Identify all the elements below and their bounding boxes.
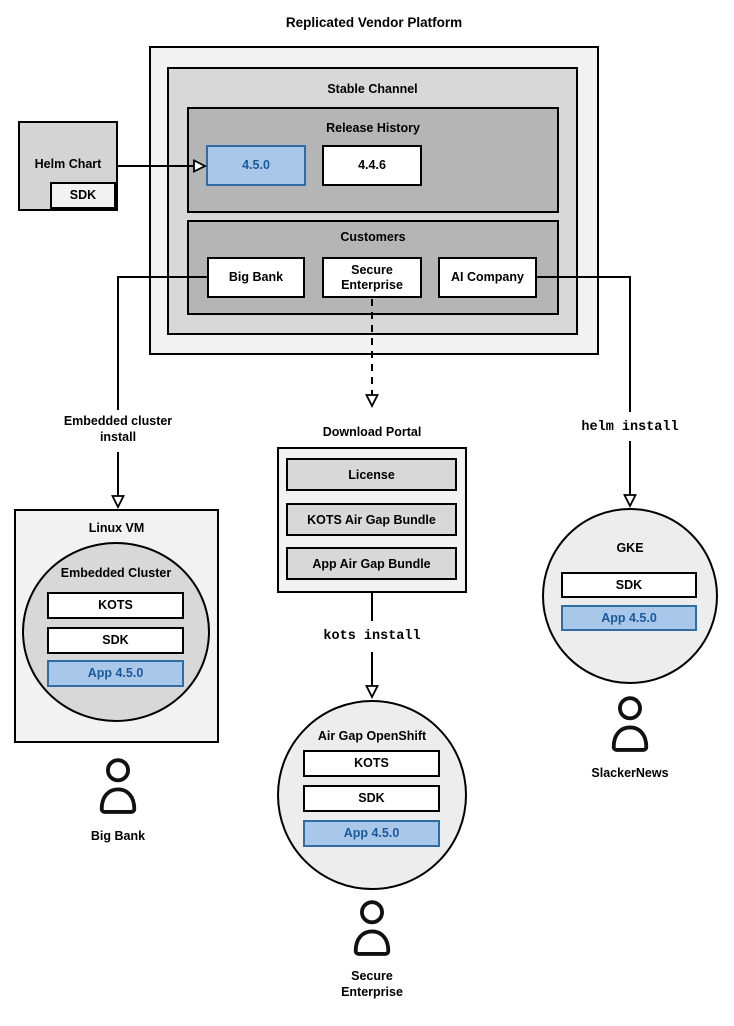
customers-title: Customers bbox=[340, 230, 406, 244]
linux-vm-box: Linux VM Embedded Cluster KOTS SDK App 4… bbox=[14, 509, 219, 743]
helm-chart-sdk-box: SDK bbox=[50, 182, 116, 209]
component-app-4-5-0: App 4.5.0 bbox=[561, 605, 697, 631]
secure-enterprise-user-icon bbox=[349, 898, 395, 965]
embedded-cluster-install-label: Embedded cluster install bbox=[63, 414, 173, 444]
vendor-platform-box: Stable Channel Release History 4.5.0 4.4… bbox=[149, 46, 599, 355]
customers-box: Customers Big Bank Secure Enterprise AI … bbox=[187, 220, 559, 315]
arrowhead-gke bbox=[623, 494, 637, 509]
component-kots: KOTS bbox=[303, 750, 440, 777]
download-portal-title: Download Portal bbox=[322, 425, 422, 439]
helm-install-label: helm install bbox=[581, 420, 679, 435]
stable-channel-box: Stable Channel Release History 4.5.0 4.4… bbox=[167, 67, 578, 335]
component-sdk: SDK bbox=[561, 572, 697, 598]
portal-item-app-bundle: App Air Gap Bundle bbox=[286, 547, 457, 580]
big-bank-user-label: Big Bank bbox=[90, 829, 146, 843]
component-app-4-5-0: App 4.5.0 bbox=[47, 660, 184, 687]
portal-item-kots-bundle: KOTS Air Gap Bundle bbox=[286, 503, 457, 536]
stable-channel-title: Stable Channel bbox=[327, 82, 418, 96]
component-sdk: SDK bbox=[47, 627, 184, 654]
arrowhead-airgap bbox=[365, 685, 379, 700]
arrowhead-portal bbox=[365, 394, 379, 409]
component-app-4-5-0: App 4.5.0 bbox=[303, 820, 440, 847]
release-node-4-4-6: 4.4.6 bbox=[322, 145, 422, 186]
release-node-4-5-0: 4.5.0 bbox=[206, 145, 306, 186]
big-bank-user-icon bbox=[95, 756, 141, 823]
gke-title: GKE bbox=[616, 541, 644, 555]
portal-item-license: License bbox=[286, 458, 457, 491]
embedded-cluster-title: Embedded Cluster bbox=[60, 566, 172, 580]
customer-node-secure-enterprise: Secure Enterprise bbox=[322, 257, 422, 298]
release-history-box: Release History 4.5.0 4.4.6 bbox=[187, 107, 559, 213]
component-kots: KOTS bbox=[47, 592, 184, 619]
kots-install-label: kots install bbox=[323, 629, 421, 644]
slackernews-user-icon bbox=[607, 694, 653, 761]
customer-node-big-bank: Big Bank bbox=[207, 257, 305, 298]
helm-chart-label: Helm Chart bbox=[34, 157, 102, 171]
embedded-cluster-circle: Embedded Cluster KOTS SDK App 4.5.0 bbox=[22, 542, 210, 722]
slackernews-user-label: SlackerNews bbox=[591, 766, 669, 780]
download-portal-box: License KOTS Air Gap Bundle App Air Gap … bbox=[277, 447, 467, 593]
linux-vm-title: Linux VM bbox=[88, 521, 145, 535]
gke-circle: GKE SDK App 4.5.0 bbox=[542, 508, 718, 684]
helm-chart-box: Helm Chart SDK bbox=[18, 121, 118, 211]
secure-enterprise-user-label: Secure Enterprise bbox=[341, 969, 403, 999]
customer-node-ai-company: AI Company bbox=[438, 257, 537, 298]
release-history-title: Release History bbox=[326, 121, 420, 135]
arrowhead-linux-vm bbox=[111, 495, 125, 510]
airgap-openshift-title: Air Gap OpenShift bbox=[317, 729, 427, 743]
airgap-openshift-circle: Air Gap OpenShift KOTS SDK App 4.5.0 bbox=[277, 700, 467, 890]
component-sdk: SDK bbox=[303, 785, 440, 812]
diagram-title: Replicated Vendor Platform bbox=[285, 15, 463, 30]
